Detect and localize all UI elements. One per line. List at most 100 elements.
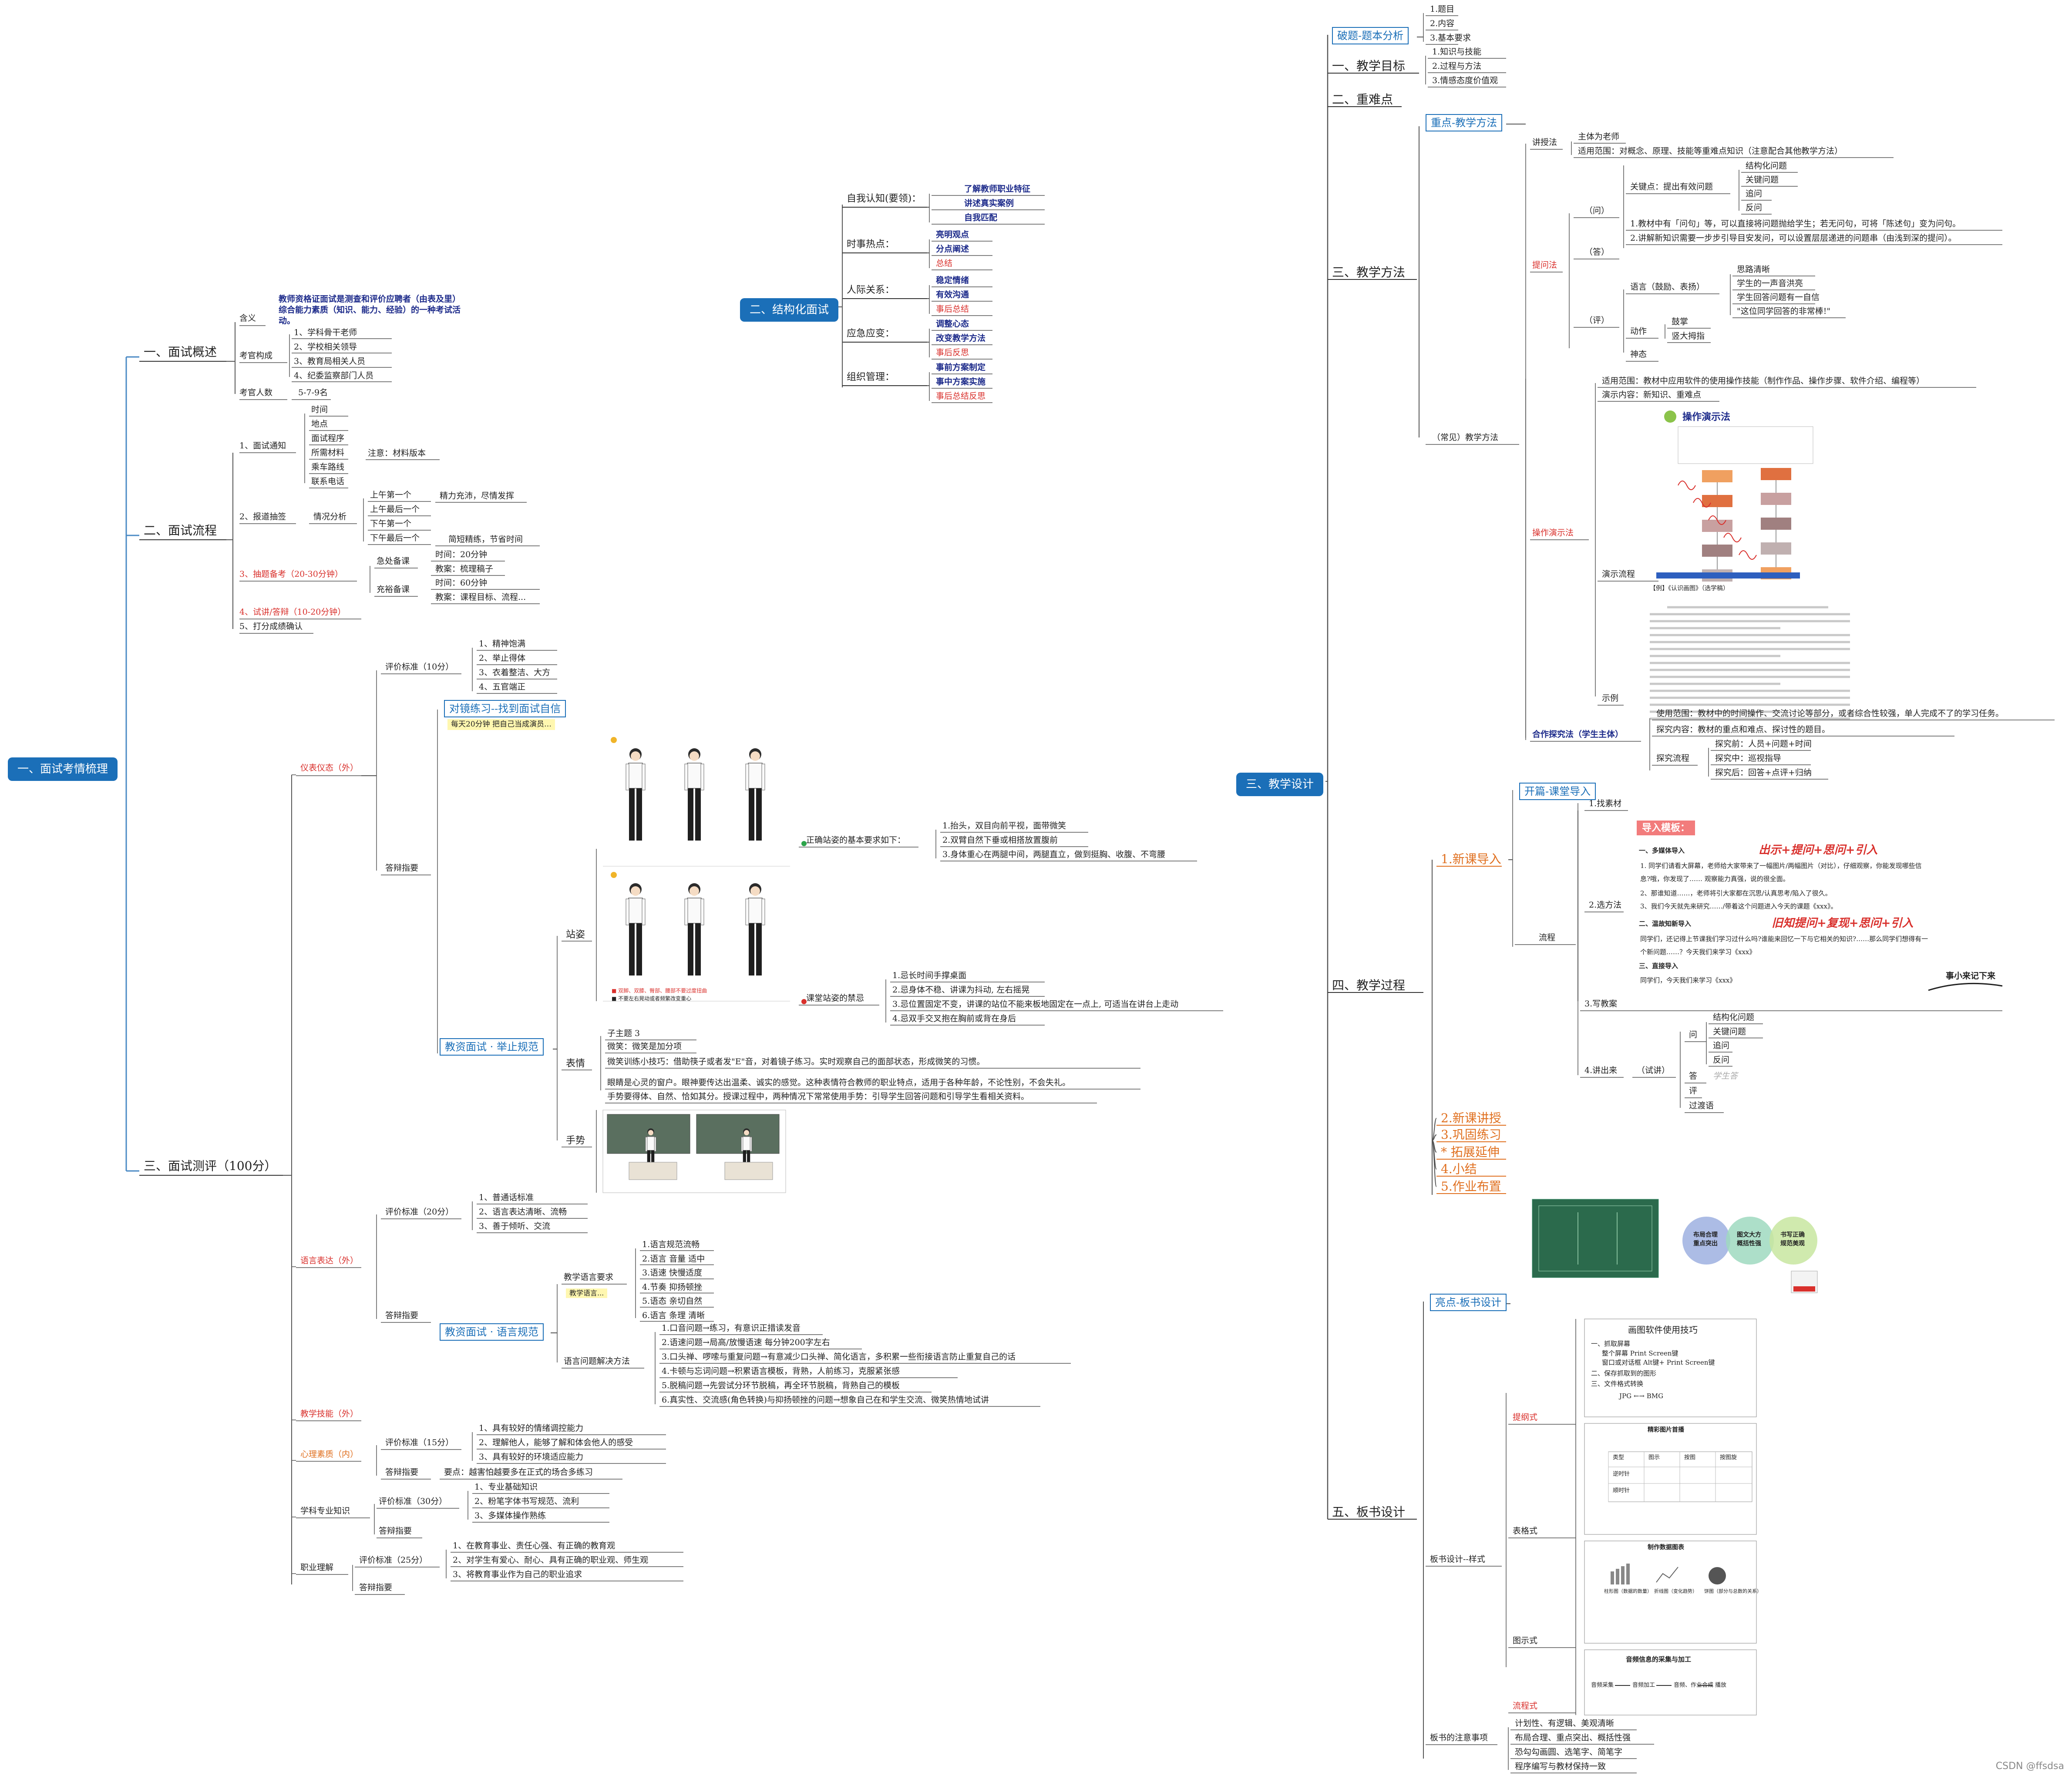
teacher-figure <box>626 883 646 975</box>
q-item: 关键问题 <box>1746 175 1779 185</box>
template-line: 2、那谁知道……，老师将引大家都在沉思/认真思考/陷入了很久。 <box>1640 889 1832 897</box>
stand-bad-item: 4.忌双手交叉抱在胸前或背在身后 <box>892 1014 1016 1023</box>
board-style: 流程式 <box>1513 1701 1538 1711</box>
hand-line: 手势要得体、自然、恰如其分。授课过程中，两种情况下常常使用手势：引导学生回答问题… <box>607 1092 1029 1101</box>
table-header: 按图 <box>1684 1454 1696 1461</box>
handwriting-mark <box>1678 481 1696 490</box>
teacher-figure <box>745 883 765 975</box>
draw-label: 2、报道抽签 <box>239 512 286 521</box>
process-title[interactable]: 二、面试流程 <box>144 523 217 538</box>
board-box[interactable]: 亮点-板书设计 <box>1430 1294 1507 1311</box>
template-line: 1. 同学们请看大屏幕，老师给大家带来了一幅图片/两幅图片（对比），仔细观察，你… <box>1640 862 1922 870</box>
blackboard-hero <box>1532 1199 1659 1278</box>
structured-title[interactable]: 二、结构化面试 <box>740 298 839 322</box>
e-lang-item: "这位同学回答的非常棒!" <box>1737 306 1831 316</box>
teacher-figure <box>745 748 765 841</box>
circle-text: 重点突出 <box>1693 1240 1718 1247</box>
urgent-label: 急处备课 <box>377 556 410 566</box>
urgent-item: 教案：梳理稿子 <box>435 564 494 574</box>
q-rule: 1.教材中有「问句」等，可以直接将问题抛给学生；若无问句，可将「陈述句」变为问句… <box>1630 219 1961 229</box>
template-line: 息?哦，你发现了…… 观察能力真强，说的很全面。 <box>1640 875 1789 883</box>
structured-group-label: 应急应变： <box>847 328 895 339</box>
table-header: 按图旋 <box>1720 1454 1737 1461</box>
status-dot <box>801 841 807 846</box>
overview-title[interactable]: 一、面试概述 <box>144 345 217 359</box>
fix-item: 3.口头禅、啰嗦与重复问题→有意减少口头禅、简化语言，多积累一些衔接语言防止重复… <box>662 1352 1016 1362</box>
fix-item: 1.口音问题→练习，有意识正措读发音 <box>662 1323 801 1333</box>
eval-title[interactable]: 三、面试测评（100分） <box>144 1159 277 1173</box>
structured-item: 事后总结 <box>936 304 969 314</box>
appearance-guide: 答辩指要 <box>385 863 419 873</box>
write-plan: 3.写教案 <box>1584 999 1618 1009</box>
conduct-box[interactable]: 教资面试 · 举止规范 <box>440 1038 544 1056</box>
flow-step-label: 播放 <box>1715 1682 1727 1689</box>
intro-box[interactable]: 开篇-课堂导入 <box>1519 783 1596 800</box>
def-label: 含义 <box>239 313 256 323</box>
structured-item: 调整心态 <box>936 319 969 329</box>
circle-text: 布局合理 <box>1693 1231 1718 1238</box>
structured-item: 有效沟通 <box>936 290 969 299</box>
examiner-label: 考官构成 <box>239 351 273 360</box>
lecture-item: 主体为老师 <box>1578 132 1620 141</box>
mini-bar <box>1611 1571 1614 1584</box>
full-label: 充裕备课 <box>377 585 410 594</box>
handwriting-mark <box>1739 550 1757 560</box>
face-line: 微笑：微笑是加分项 <box>607 1042 682 1051</box>
lecture-label: 讲授法 <box>1532 138 1557 147</box>
ask-label: 问 <box>1689 1030 1698 1039</box>
e-act: 动作 <box>1630 326 1647 336</box>
def-text: 动。 <box>279 316 296 326</box>
a-label: （答） <box>1584 247 1610 257</box>
intro-find: 1.找素材 <box>1589 799 1622 808</box>
stand-good-item: 3.身体重心在两腿中间，两腿直立，做到挺胸、收腹、不弯腰 <box>942 850 1166 859</box>
full-item: 时间：60分钟 <box>435 578 488 588</box>
def-text: 综合能力素质（知识、能力、经验）的一种考试活 <box>279 305 461 315</box>
root-node[interactable]: 一、面试考情梳理 <box>8 757 118 781</box>
e-look: 神态 <box>1630 350 1647 359</box>
ask-item: 追问 <box>1713 1041 1730 1050</box>
mirror-box[interactable]: 对镜练习--找到面试自信 <box>444 700 566 717</box>
subject-criteria: 评价标准（30分） <box>379 1497 447 1506</box>
table-header: 图示 <box>1648 1454 1660 1461</box>
board-label: 五、板书设计 <box>1332 1505 1406 1519</box>
stand-label: 站姿 <box>566 929 585 940</box>
diagram-card <box>1584 1541 1757 1644</box>
template-line: 一、多媒体导入 <box>1639 847 1685 854</box>
career-label: 职业理解 <box>300 1563 334 1572</box>
design-title[interactable]: 三、教学设计 <box>1236 773 1324 796</box>
common-label: （常见）教学方法 <box>1432 433 1499 442</box>
criteria-item: 3、具有较好的环境适应能力 <box>479 1452 584 1462</box>
flow-step-label: 音频采集 <box>1591 1682 1614 1689</box>
structured-item: 总结 <box>936 259 953 268</box>
appearance-criteria: 评价标准（10分） <box>385 662 454 672</box>
board-note: 计划性、有逻辑、美观清晰 <box>1515 1719 1615 1728</box>
method-box[interactable]: 重点-教学方法 <box>1426 114 1503 131</box>
language-box[interactable]: 教资面试 · 语言规范 <box>440 1323 544 1341</box>
ask-item: 反问 <box>1713 1055 1730 1065</box>
template-line: 同学们，今天我们来学习《xxx》 <box>1640 976 1736 984</box>
coop-item: 使用范围：教材中的时间操作、交流讨论等部分，或者综合性较强，单人完成不了的学习任… <box>1656 709 2004 718</box>
structured-item: 了解教师职业特征 <box>964 184 1031 194</box>
subject-guide: 答辩指要 <box>379 1526 412 1536</box>
trans-label: 过渡语 <box>1689 1101 1714 1110</box>
stand-bad-item: 2.忌身体不稳、讲课为抖动, 左右摇晃 <box>892 985 1030 995</box>
board-note: 布局合理、重点突出、概括性强 <box>1515 1733 1631 1742</box>
template-line: 个新问题……？今天我们来学习《xxx》 <box>1640 948 1756 956</box>
demo-flow-title: 操作演示法 <box>1682 411 1731 423</box>
circle-text: 图文大方 <box>1737 1231 1761 1238</box>
e-lang: 语言（鼓励、表扬） <box>1630 282 1705 292</box>
hand-note: 出示+提问+思问+引入 <box>1759 844 1878 857</box>
req-item: 5.语态 亲切自然 <box>642 1296 703 1306</box>
flow-step <box>1761 468 1791 480</box>
board-style-label: 板书设计--样式 <box>1430 1554 1485 1564</box>
outline-line: 三、文件格式转换 <box>1591 1380 1644 1388</box>
req-item: 4.节奏 抑扬顿挫 <box>642 1282 703 1292</box>
desk <box>724 1162 773 1180</box>
break-item: 1.题目 <box>1430 4 1455 14</box>
structured-group-label: 组织管理： <box>847 372 895 383</box>
e-lang-item: 学生的一声音洪亮 <box>1737 279 1803 288</box>
break-box[interactable]: 破题-题本分析 <box>1332 27 1409 44</box>
e-lang-item: 思路清晰 <box>1737 265 1770 274</box>
template-line: 三、直接导入 <box>1639 962 1678 970</box>
